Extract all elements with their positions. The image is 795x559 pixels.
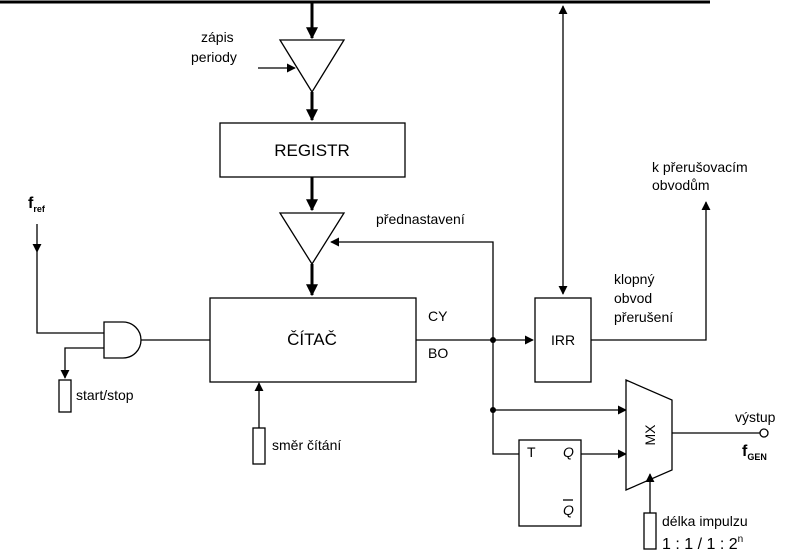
multiplexer	[625, 379, 673, 491]
smer-label: směr čítání	[272, 437, 341, 453]
startstop-to-gate	[60, 347, 104, 379]
fref-label: fref	[28, 195, 46, 214]
direction-input	[252, 427, 266, 465]
fgen-label: fGEN	[742, 443, 767, 462]
interrupt-label-2: obvodům	[652, 177, 710, 193]
mux-label: MX	[642, 424, 658, 446]
bo-label: BO	[428, 345, 448, 361]
bo-to-flipflop	[492, 410, 519, 455]
ratio-label: 1 : 1 / 1 : 2n	[662, 534, 743, 553]
irr-label: IRR	[551, 332, 575, 348]
fref-to-gate	[36, 252, 104, 334]
delka-label: délka impulzu	[662, 513, 748, 529]
irr-to-interrupts-line	[591, 201, 711, 341]
preset-buffer	[278, 212, 346, 266]
klopny-label-2: obvod	[614, 290, 652, 306]
flipflop-q: Q	[563, 444, 574, 460]
output-terminal	[759, 428, 769, 438]
prednastaveni-label: přednastavení	[376, 211, 465, 227]
flipflop-block	[518, 439, 582, 527]
and-gate	[103, 321, 142, 359]
preset-feedback-line	[330, 237, 494, 340]
flipflop-qbar: Q	[563, 502, 574, 518]
startstop-label: start/stop	[76, 387, 134, 403]
input-buffer	[278, 39, 346, 94]
zapis-label: zápis	[201, 29, 234, 45]
flipflop-t: T	[527, 444, 536, 460]
klopny-label-3: přerušení	[614, 309, 673, 325]
klopny-label-1: klopný	[614, 271, 654, 287]
register-block	[219, 122, 406, 178]
cy-label: CY	[428, 308, 448, 324]
pulse-length-input	[643, 512, 657, 550]
register-label: REGISTR	[274, 141, 350, 160]
periody-label: periody	[191, 49, 237, 65]
startstop-input	[58, 379, 72, 413]
counter-label: ČÍTAČ	[287, 330, 337, 349]
interrupt-label-1: k přerušovacím	[652, 159, 748, 175]
vystup-label: výstup	[735, 409, 776, 425]
